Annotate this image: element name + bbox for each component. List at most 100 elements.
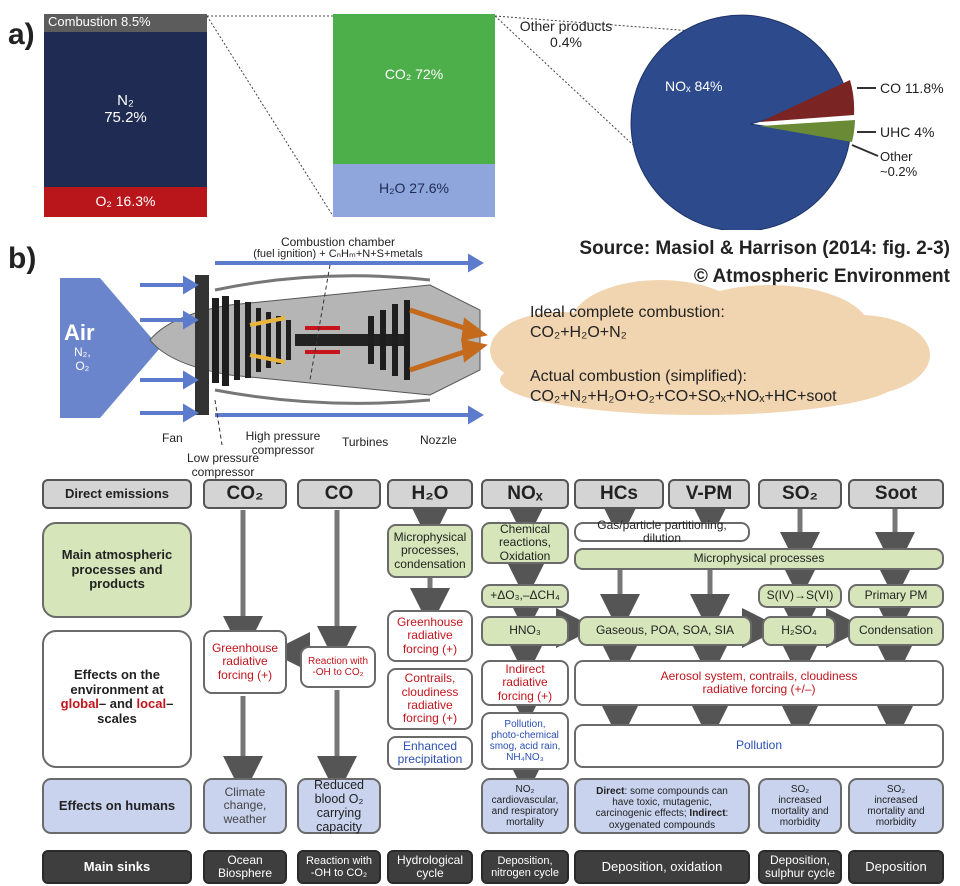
connector-line (494, 15, 786, 39)
header-nox: NOₓ (481, 479, 569, 509)
pie-nox-label: NOₓ 84% (665, 78, 723, 94)
microphysical-box: Microphysical processes (574, 548, 944, 570)
fuel-ignition-label: (fuel ignition) + CₙHₘ+N+S+metals (253, 248, 423, 260)
engine-fan (195, 275, 209, 415)
header-soot: Soot (848, 479, 944, 509)
source-line-2: © Atmospheric Environment (693, 266, 950, 287)
row-label-sinks: Main sinks (42, 850, 192, 884)
high-pressure-label: High pressure compressor (245, 429, 321, 457)
delta-o3-box: +ΔO₃,–ΔCH₄ (481, 584, 569, 608)
nozzle-label: Nozzle (420, 433, 457, 447)
effects-env-end: – scales (97, 696, 174, 726)
connector-line (206, 15, 334, 217)
combustion-chamber-label: Combustion chamber (280, 235, 396, 249)
chemical-box: Chemical reactions, Oxidation (481, 522, 569, 564)
pollution-nox-box: Pollution, photo-chemical smog, acid rai… (481, 712, 569, 770)
turbines-label: Turbines (342, 435, 389, 449)
exhaust-arrows (409, 307, 488, 373)
panel-b-label: b) (8, 242, 37, 275)
row-label-direct: Direct emissions (42, 479, 192, 509)
panel-a-label: a) (8, 18, 35, 51)
row-label-humans: Effects on humans (42, 778, 192, 834)
sink-ocean-box: Ocean Biosphere (203, 850, 287, 884)
gaseous-box: Gaseous, POA, SOA, SIA (578, 616, 752, 646)
pie-other-label: Other ~0.2% (880, 149, 918, 179)
panel-a-graphics (44, 14, 879, 230)
source-line-1: Source: Masiol & Harrison (2014: fig. 2-… (579, 238, 950, 259)
bar-n2-segment (44, 32, 207, 187)
pie-slice-co (760, 80, 855, 122)
h2so4-box: H₂SO₄ (762, 616, 836, 646)
row-label-effects-env: Effects on the environment at global– an… (42, 630, 192, 768)
engine-shaft (295, 334, 405, 346)
air-arrow (60, 278, 160, 418)
soot-human-box: SO₂ increased mortality and morbidity (848, 778, 944, 834)
bar-o2-segment (44, 187, 207, 217)
sink-soot-box: Deposition (848, 850, 944, 884)
effects-env-global: global (60, 696, 99, 712)
sink-hydro-box: Hydrological cycle (387, 850, 473, 884)
hno3-box: HNO₃ (481, 616, 569, 646)
primary-pm-box: Primary PM (848, 584, 944, 608)
combustion-label: Combustion 8.5% (48, 14, 151, 29)
co2-bar-label: CO₂ 72% (384, 66, 444, 82)
row-label-processes: Main atmospheric processes and products (42, 522, 192, 618)
air-sub-label: N₂, O₂ (74, 345, 91, 373)
gas-particle-box: Gas/particle partitioning, dilution (574, 518, 750, 545)
ideal-formula: CO₂+H₂O+N₂ (530, 324, 627, 341)
o2-label: O₂ 16.3% (95, 193, 156, 209)
other-products-label: Other products 0.4% (519, 18, 613, 51)
n2-label: N₂ 75.2% (104, 92, 147, 127)
header-hcs: HCs (574, 479, 664, 509)
indirect-human-text: : oxygenated compounds (608, 808, 729, 831)
effects-env-text: Effects on the environment at (70, 667, 164, 697)
bar-h2o-segment (333, 164, 495, 217)
ideal-title: Ideal complete combustion: (530, 304, 725, 321)
pie-slice-nox (630, 14, 851, 230)
h2o-bar-label: H₂O 27.6% (378, 180, 450, 196)
pie-leader-other (851, 144, 879, 157)
engine-diagram (60, 253, 930, 446)
header-so2: SO₂ (758, 479, 842, 509)
fan-label: Fan (162, 431, 183, 445)
direct-human-bold: Direct (596, 786, 625, 797)
air-flow-arrows (140, 253, 484, 425)
greenhouse-co2-box: Greenhouse radiative forcing (+) (203, 630, 287, 694)
reduced-blood-box: Reduced blood O₂ carrying capacity (297, 778, 381, 834)
siv-box: S(IV)→S(VI) (758, 584, 842, 608)
direct-human-text: : some compounds can have toxic, mutagen… (595, 786, 728, 820)
exhaust-cloud (490, 280, 930, 415)
actual-formula: CO₂+N₂+H₂O+O₂+CO+SOₓ+NOₓ+HC+soot (530, 388, 837, 405)
sink-hcs-box: Deposition, oxidation (574, 850, 750, 884)
engine-turbines (368, 300, 410, 380)
sink-so2-box: Deposition, sulphur cycle (758, 850, 842, 884)
enhanced-precip-box: Enhanced precipitation (387, 736, 473, 770)
effects-env-local: local (136, 696, 167, 712)
nox-human-box: NO₂ cardiovascular, and respiratory mort… (481, 778, 569, 834)
contrails-box: Contrails, cloudiness radiative forcing … (387, 668, 473, 730)
header-h2o: H₂O (387, 479, 473, 509)
effects-env-and: – and (98, 696, 137, 712)
air-label: Air (64, 320, 95, 345)
bar-co2-segment (333, 14, 495, 164)
sink-nox-box: Deposition, nitrogen cycle (481, 850, 569, 884)
header-co: CO (297, 479, 381, 509)
indirect-box: Indirect radiative forcing (+) (481, 660, 569, 706)
climate-change-box: Climate change, weather (203, 778, 287, 834)
condensation-box: Condensation (848, 616, 944, 646)
reaction-oh-box: Reaction with -OH to CO₂ (300, 646, 376, 688)
header-co2: CO₂ (203, 479, 287, 509)
greenhouse-h2o-box: Greenhouse radiative forcing (+) (387, 610, 473, 662)
direct-human-box: Direct: some compounds can have toxic, m… (574, 778, 750, 834)
low-pressure-label: Low pressure compressor (186, 451, 260, 479)
sink-reaction-box: Reaction with -OH to CO₂ (297, 850, 381, 884)
header-vpm: V-PM (668, 479, 750, 509)
pie-slice-uhc (760, 120, 855, 142)
indirect-human-bold: Indirect (689, 808, 726, 820)
engine-compressor (212, 296, 291, 386)
microphysical-h2o-box: Microphysical processes, condensation (387, 524, 473, 578)
so2-human-box: SO₂ increased mortality and morbidity (758, 778, 842, 834)
pie-uhc-label: UHC 4% (880, 124, 935, 140)
bar-combustion-segment (44, 14, 207, 32)
pie-co-label: CO 11.8% (880, 80, 944, 96)
